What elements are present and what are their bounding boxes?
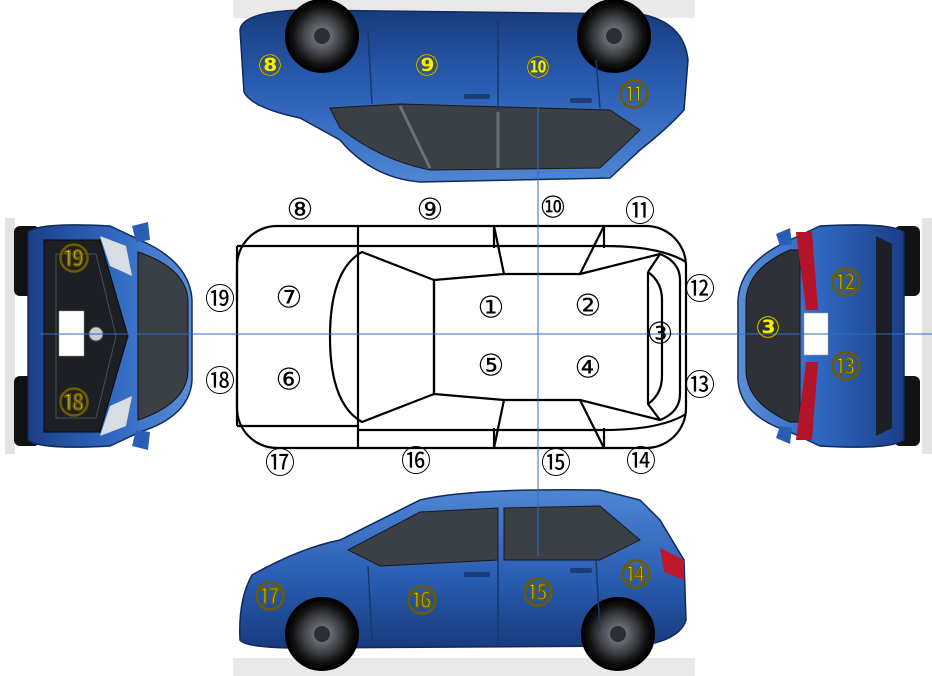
label-4: ④ (575, 351, 602, 386)
outline-windshield (328, 250, 436, 424)
outline-rear-window (646, 271, 664, 406)
label-3: ③ (647, 317, 674, 352)
schematic-labels: ① ② ③ ④ ⑤ ⑥ ⑦ ⑧ ⑨ ⑩ ⑪ ⑫ ⑬ ⑭ ⑮ ⑯ ⑰ ⑱ ⑲ (205, 191, 715, 482)
guide-lines (40, 100, 932, 556)
label-16: ⑯ (401, 445, 431, 480)
label-8: ⑧ (287, 193, 314, 228)
label-12: ⑫ (685, 273, 715, 308)
label-2: ② (575, 289, 602, 324)
marker-14-side: ⑭ (621, 559, 651, 594)
label-18: ⑱ (205, 365, 235, 400)
marker-18-front: ⑱ (59, 387, 89, 422)
marker-16-side: ⑯ (407, 585, 437, 620)
marker-10-top: ⑩ (525, 51, 550, 86)
label-17: ⑰ (265, 447, 295, 482)
label-7: ⑦ (276, 281, 303, 316)
label-6: ⑥ (276, 363, 303, 398)
car-front-photo (5, 218, 195, 454)
car-rear-photo (730, 218, 932, 454)
car-top-outline (235, 224, 688, 450)
marker-17-side: ⑰ (255, 581, 285, 616)
marker-3-rear: ③ (755, 311, 780, 346)
marker-11-top: ⑪ (619, 79, 649, 114)
label-13: ⑬ (685, 369, 715, 404)
label-1: ① (478, 291, 505, 326)
car-left-side-photo (233, 0, 695, 192)
label-14: ⑭ (626, 445, 656, 480)
label-11: ⑪ (625, 195, 655, 230)
marker-12-rear: ⑫ (831, 267, 861, 302)
outline-body (235, 224, 688, 450)
outline-roof (432, 252, 682, 422)
label-9: ⑨ (417, 193, 444, 228)
photo-markers: ⑧ ⑨ ⑩ ⑪ ⑰ ⑯ ⑮ ⑭ ⑲ ⑱ ⑫ ③ ⑬ (59, 48, 862, 620)
label-15: ⑮ (541, 447, 571, 482)
label-19: ⑲ (205, 283, 235, 318)
marker-15-side: ⑮ (523, 577, 553, 612)
marker-8-top: ⑧ (257, 49, 282, 84)
marker-9-top: ⑨ (414, 49, 439, 84)
car-right-side-photo (233, 485, 695, 676)
label-5: ⑤ (478, 349, 505, 384)
marker-19-front: ⑲ (59, 243, 89, 278)
marker-13-rear: ⑬ (831, 351, 861, 386)
label-10: ⑩ (540, 191, 567, 226)
